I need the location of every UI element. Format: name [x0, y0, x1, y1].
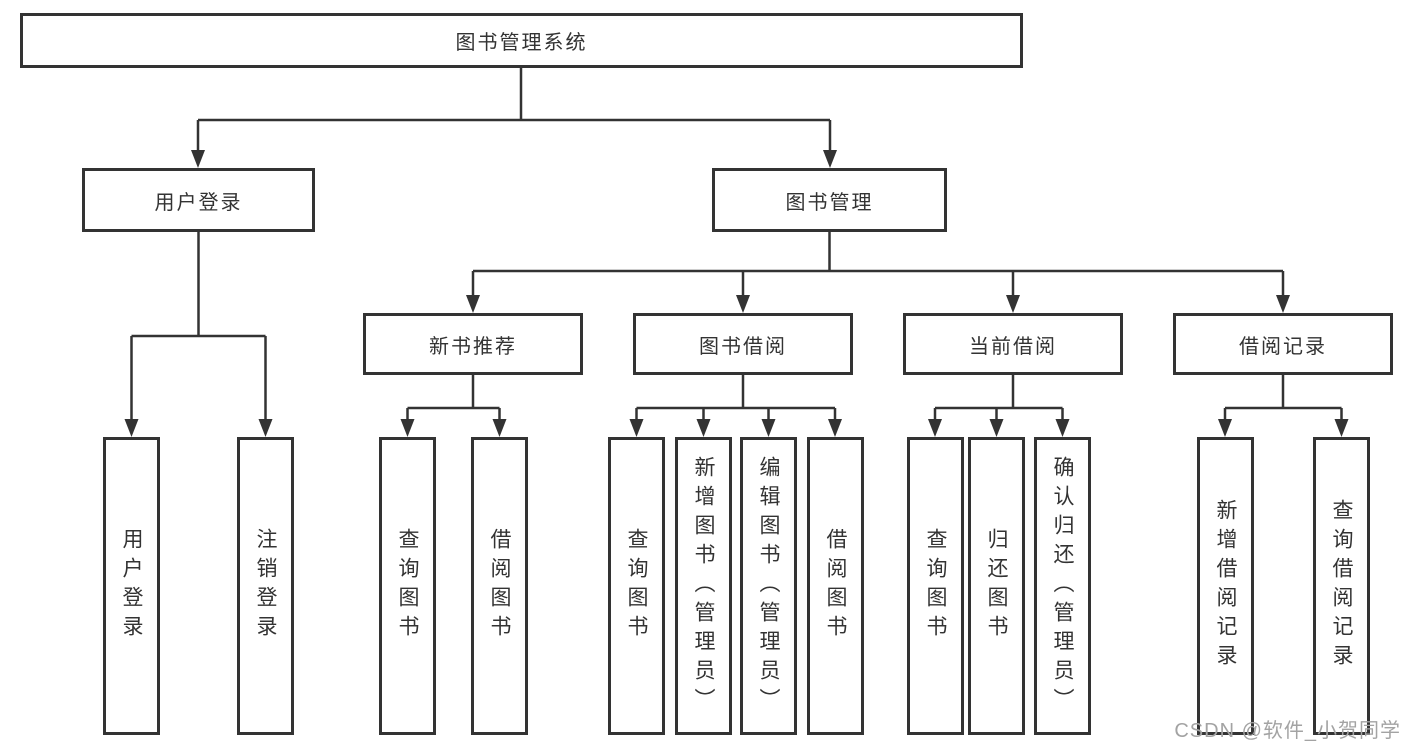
leaf-borrow-books-recommend: 借阅图书 — [471, 437, 528, 735]
node-current-borrowing: 当前借阅 — [903, 313, 1123, 375]
leaf-query-borrow-record: 查询借阅记录 — [1313, 437, 1370, 735]
csdn-watermark: CSDN @软件_小贺同学 — [1174, 720, 1401, 742]
node-root-library-system: 图书管理系统 — [20, 13, 1023, 68]
leaf-query-books-current: 查询图书 — [907, 437, 964, 735]
leaf-user-login: 用户登录 — [103, 437, 160, 735]
leaf-borrow-books: 借阅图书 — [807, 437, 864, 735]
node-book-management: 图书管理 — [712, 168, 947, 232]
leaf-add-borrow-record: 新增借阅记录 — [1197, 437, 1254, 735]
node-borrowing-records: 借阅记录 — [1173, 313, 1393, 375]
node-user-login: 用户登录 — [82, 168, 315, 232]
node-book-borrowing: 图书借阅 — [633, 313, 853, 375]
leaf-query-books-borrow: 查询图书 — [608, 437, 665, 735]
leaf-return-book: 归还图书 — [968, 437, 1025, 735]
leaf-edit-book-admin: 编辑图书（管理员） — [740, 437, 797, 735]
leaf-confirm-return-admin: 确认归还（管理员） — [1034, 437, 1091, 735]
node-new-book-recommend: 新书推荐 — [363, 313, 583, 375]
leaf-query-books-recommend: 查询图书 — [379, 437, 436, 735]
leaf-add-book-admin: 新增图书（管理员） — [675, 437, 732, 735]
leaf-logout: 注销登录 — [237, 437, 294, 735]
